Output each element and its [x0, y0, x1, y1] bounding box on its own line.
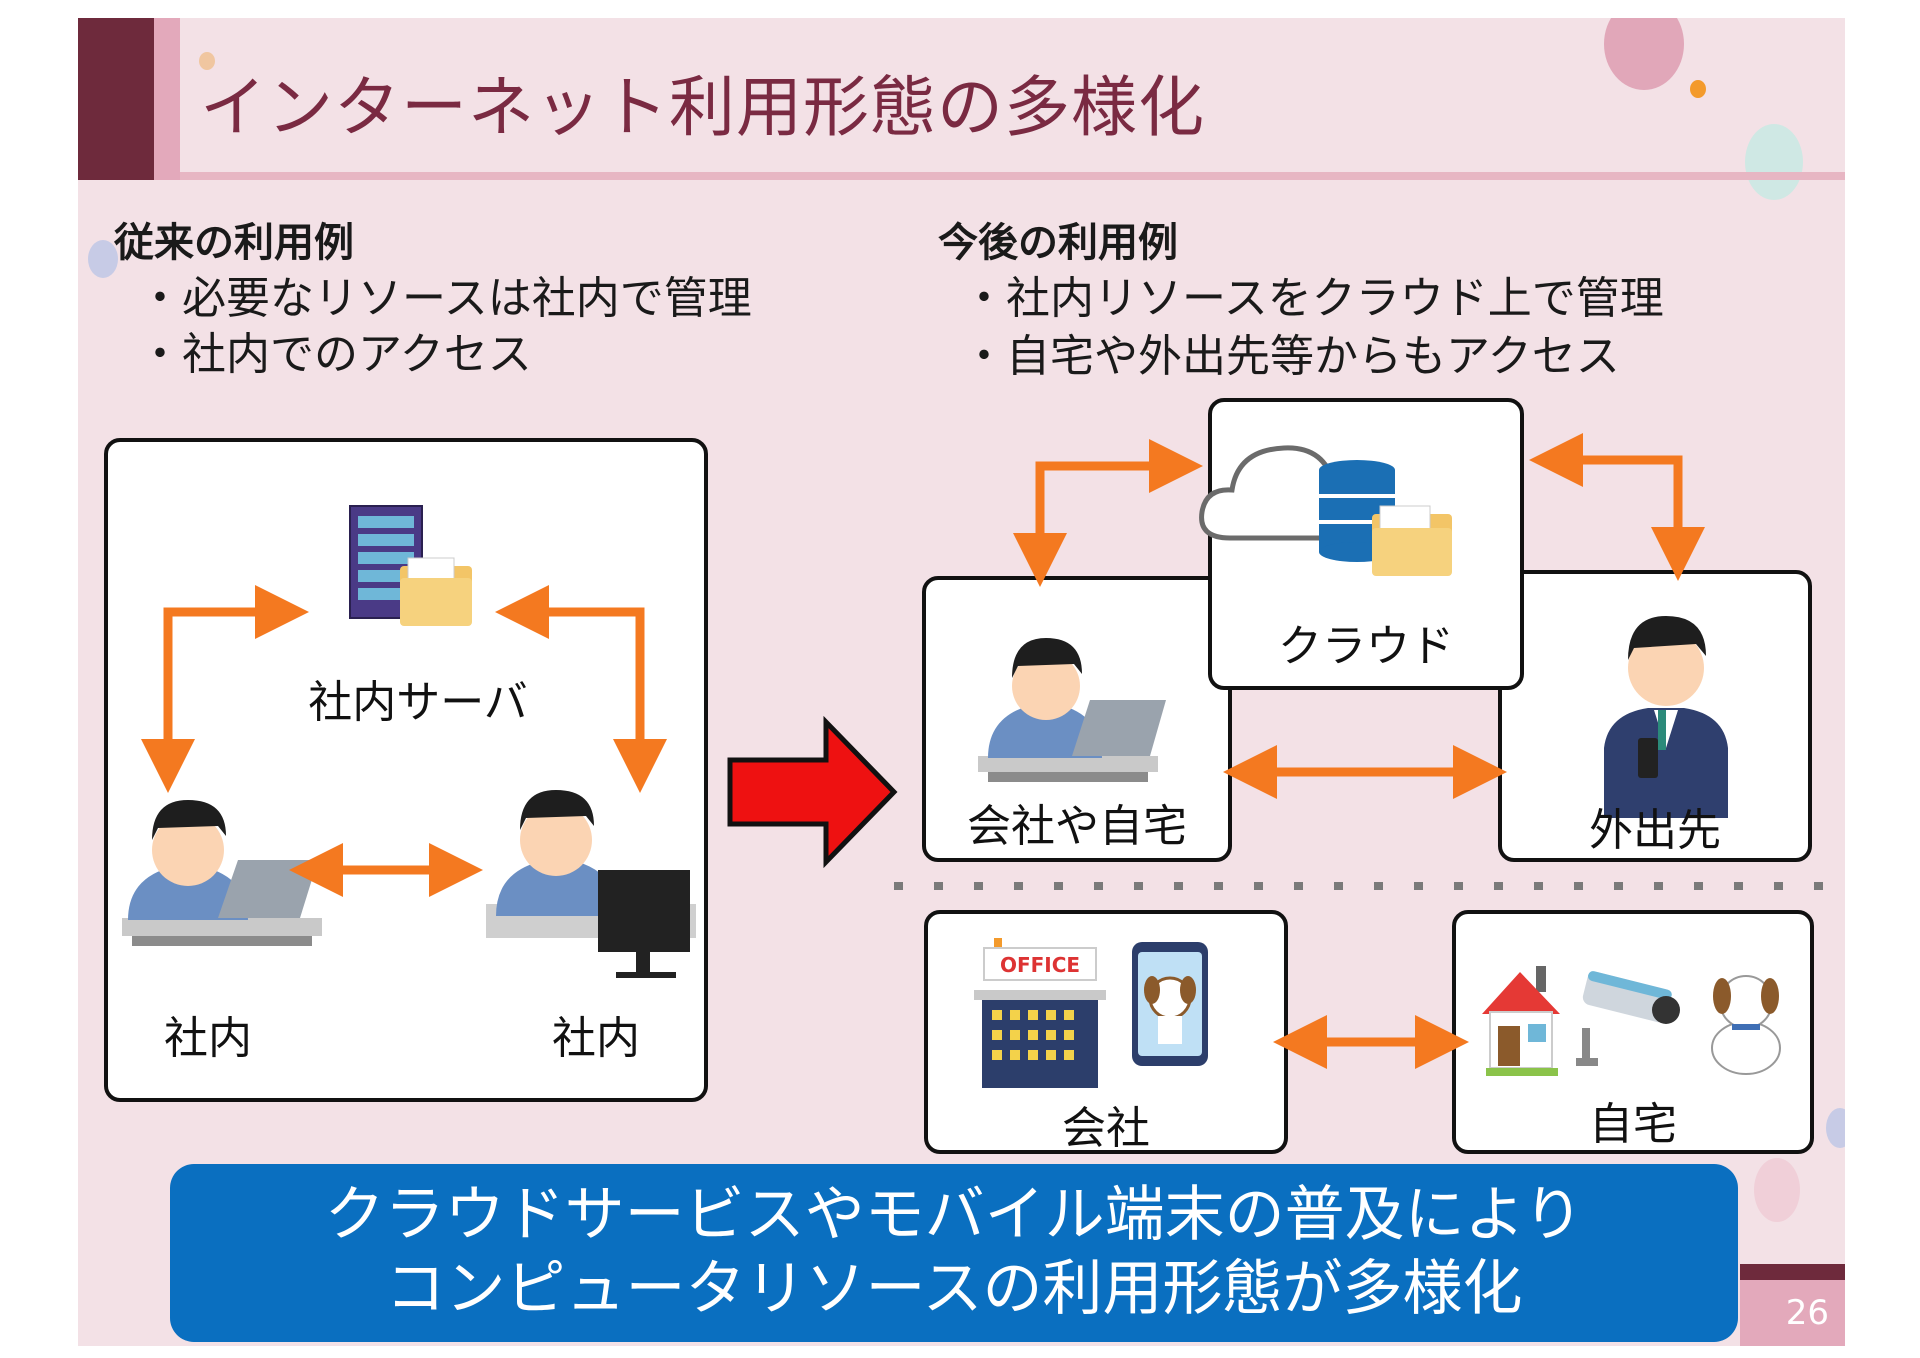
- server-icon: [349, 505, 472, 626]
- banner-line-2: コンピュータリソースの利用形態が多様化: [385, 1254, 1523, 1324]
- left-heading: 従来の利用例: [114, 220, 354, 266]
- outside-label: 外出先: [1589, 805, 1721, 856]
- right-bullet-1: ・社内リソースをクラウド上で管理: [962, 273, 1664, 324]
- pc1-label: 社内: [164, 1013, 252, 1064]
- arrow-cloud-to-outside: [1529, 433, 1705, 581]
- summary-banner: クラウドサービスやモバイル端末の普及により コンピュータリソースの利用形態が多様…: [170, 1164, 1738, 1342]
- right-bullet-2: ・自宅や外出先等からもアクセス: [962, 331, 1620, 382]
- decor-circle: [1754, 1158, 1800, 1222]
- transition-arrow-icon: [727, 715, 898, 869]
- decor-circle: [1604, 18, 1684, 90]
- page-number-accent: [1740, 1264, 1845, 1280]
- person-laptop-icon: [122, 800, 322, 946]
- left-bullet-1: ・必要なリソースは社内で管理: [138, 273, 752, 324]
- pc2-label: 社内: [552, 1013, 640, 1064]
- slide-title: インターネット利用形態の多様化: [200, 69, 1205, 146]
- header-underline: [180, 172, 1845, 180]
- office-building-icon: [974, 938, 1106, 1088]
- diagram-graphics: OFFICE: [122, 433, 1844, 1088]
- cloud-label: クラウド: [1278, 621, 1454, 672]
- right-heading: 今後の利用例: [938, 220, 1178, 266]
- left-bullet-2: ・社内でのアクセス: [138, 329, 532, 380]
- decor-circle: [1745, 124, 1803, 200]
- arrow-cloud-to-office-home: [1013, 439, 1203, 587]
- server-label: 社内サーバ: [308, 677, 528, 728]
- dog-icon: [1711, 975, 1781, 1075]
- decor-circle: [199, 52, 215, 70]
- decor-circle: [1690, 80, 1706, 98]
- person-laptop-right-icon: [978, 638, 1166, 782]
- office-home-label: 会社や自宅: [967, 801, 1187, 852]
- home-label: 自宅: [1589, 1099, 1677, 1150]
- slide: インターネット利用形態の多様化 従来の利用例 ・必要なリソースは社内で管理 ・社…: [78, 18, 1845, 1346]
- cloud-database-icon: [1199, 445, 1452, 576]
- security-camera-icon: [1576, 971, 1680, 1066]
- house-icon: [1482, 966, 1560, 1076]
- smartphone-pet-icon: [1132, 942, 1208, 1066]
- office-sign-text: OFFICE: [1000, 953, 1080, 977]
- decor-circle: [1826, 1108, 1845, 1148]
- businessman-phone-icon: [1604, 616, 1728, 818]
- arrow-server-to-pc2: [495, 585, 667, 793]
- decor-circle: [88, 240, 118, 278]
- banner-line-1: クラウドサービスやモバイル端末の普及により: [324, 1180, 1584, 1250]
- company-label: 会社: [1062, 1103, 1150, 1154]
- header-accent-bar: [78, 18, 154, 180]
- person-desktop-icon: [486, 790, 696, 978]
- arrow-server-to-pc1: [141, 585, 309, 793]
- page-number: 26: [1740, 1280, 1845, 1346]
- header-accent-bar-light: [154, 18, 180, 180]
